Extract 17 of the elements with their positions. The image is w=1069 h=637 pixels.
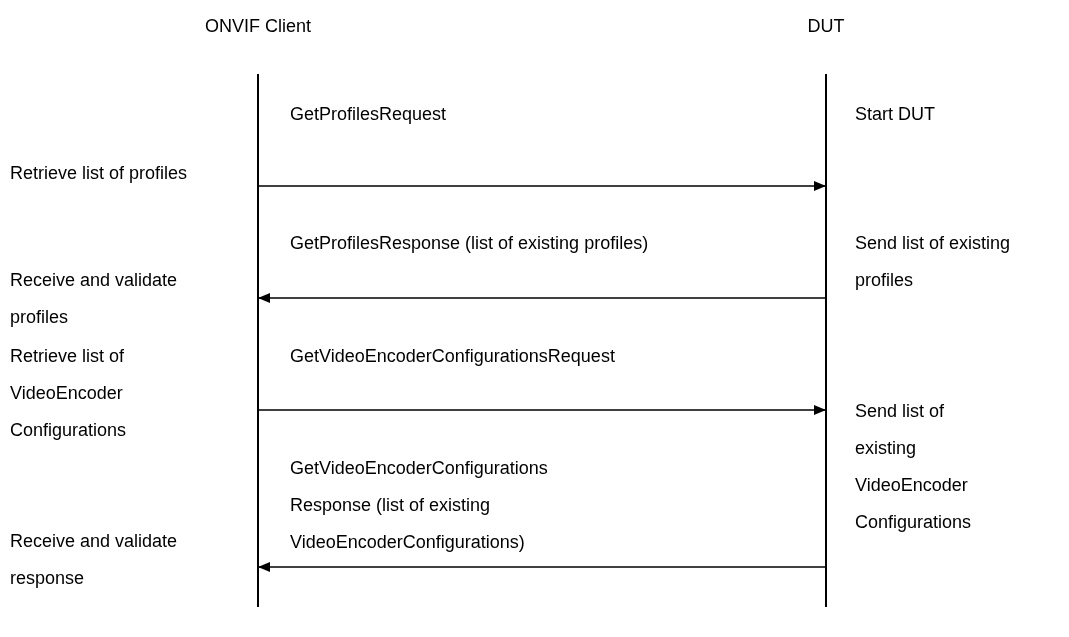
- message-label: GetProfilesResponse (list of existing profiles): [290, 232, 650, 255]
- message-label: GetProfilesRequest: [290, 103, 448, 126]
- step-note: Retrieve list of VideoEncoder Configurations: [10, 345, 128, 442]
- step-note: Retrieve list of profiles: [10, 162, 189, 185]
- lifeline-header: ONVIF Client: [204, 15, 312, 38]
- step-note: Start DUT: [855, 103, 936, 126]
- message-label: GetVideoEncoderConfigurationsRequest: [290, 345, 616, 368]
- lifeline-header: DUT: [806, 15, 846, 38]
- step-note: Receive and validate profiles: [10, 269, 179, 329]
- message-arrow: [257, 405, 827, 415]
- message-arrow: [257, 293, 827, 303]
- message-arrow: [257, 562, 827, 572]
- step-note: Send list of existing VideoEncoder Configurations: [855, 400, 973, 534]
- step-note: Send list of existing profiles: [855, 232, 1012, 292]
- message-arrow: [257, 181, 827, 191]
- step-note: Receive and validate response: [10, 530, 179, 590]
- message-label: GetVideoEncoderConfigurations Response (list of existing VideoEncoderConfigurations): [290, 457, 549, 554]
